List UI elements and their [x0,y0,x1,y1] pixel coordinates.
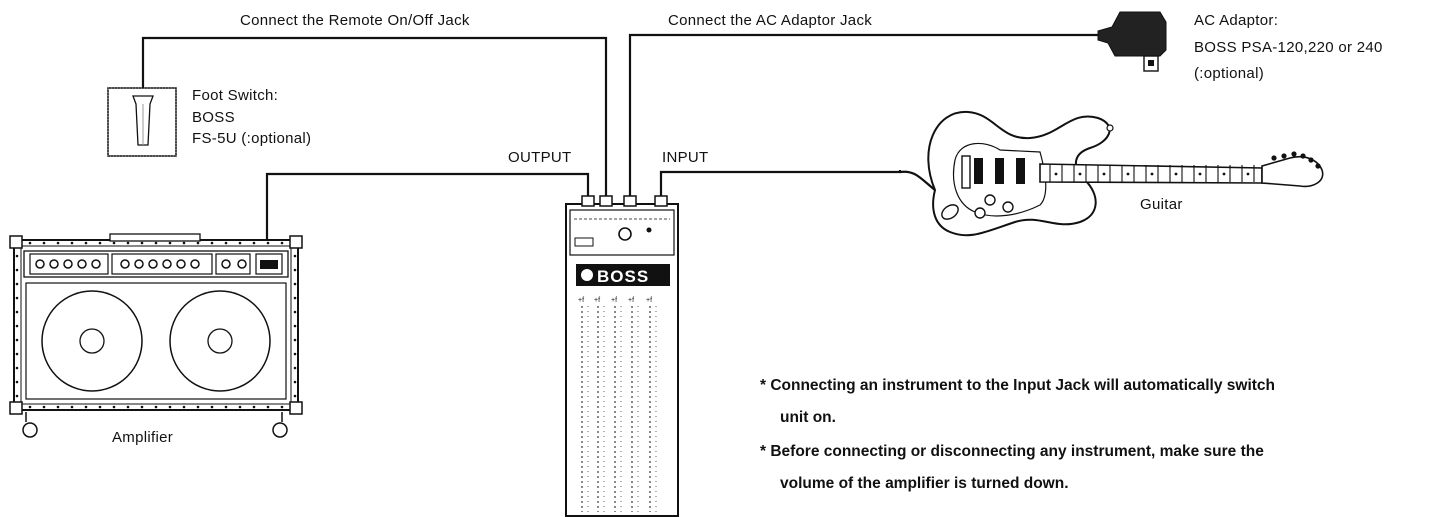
svg-text:+f: +f [611,297,617,304]
cables [141,33,1098,240]
guitar-icon [927,110,1324,237]
ac-adaptor-cable [628,33,1098,196]
foot-switch-model: FS-5U (:optional) [192,130,312,147]
ac-adaptor-model: BOSS PSA-120,220 or 240 [1194,39,1383,56]
pedal-brand-logo: BOSS [597,267,649,286]
note-1-line-2: unit on. [780,409,836,426]
ac-adaptor-optional: (:optional) [1194,65,1265,82]
svg-text:+f: +f [646,297,652,304]
input-cable [659,170,902,196]
input-cable-end [899,170,936,191]
note-2-line-1: * Before connecting or disconnecting any… [760,443,1264,460]
output-cable [265,172,590,240]
output-label: OUTPUT [508,149,572,166]
svg-text:+f: +f [628,297,634,304]
foot-switch-brand: BOSS [192,109,235,126]
ac-adaptor-icon [1097,11,1167,72]
svg-text:+f: +f [578,297,584,304]
note-1-line-1: * Connecting an instrument to the Input … [760,377,1276,394]
remote-jack-label: Connect the Remote On/Off Jack [240,12,470,29]
foot-switch [107,87,177,157]
amplifier-icon [9,233,303,438]
boss-pedal-icon: BOSS +f +f +f +f +f [565,195,679,517]
foot-switch-title: Foot Switch: [192,87,279,104]
remote-cable [141,36,608,196]
input-label: INPUT [662,149,709,166]
amplifier-label: Amplifier [112,429,174,446]
guitar-label: Guitar [1140,196,1183,213]
svg-text:+f: +f [594,297,600,304]
note-2-line-2: volume of the amplifier is turned down. [780,475,1069,492]
ac-jack-label: Connect the AC Adaptor Jack [668,12,873,29]
ac-adaptor-title: AC Adaptor: [1194,12,1279,29]
